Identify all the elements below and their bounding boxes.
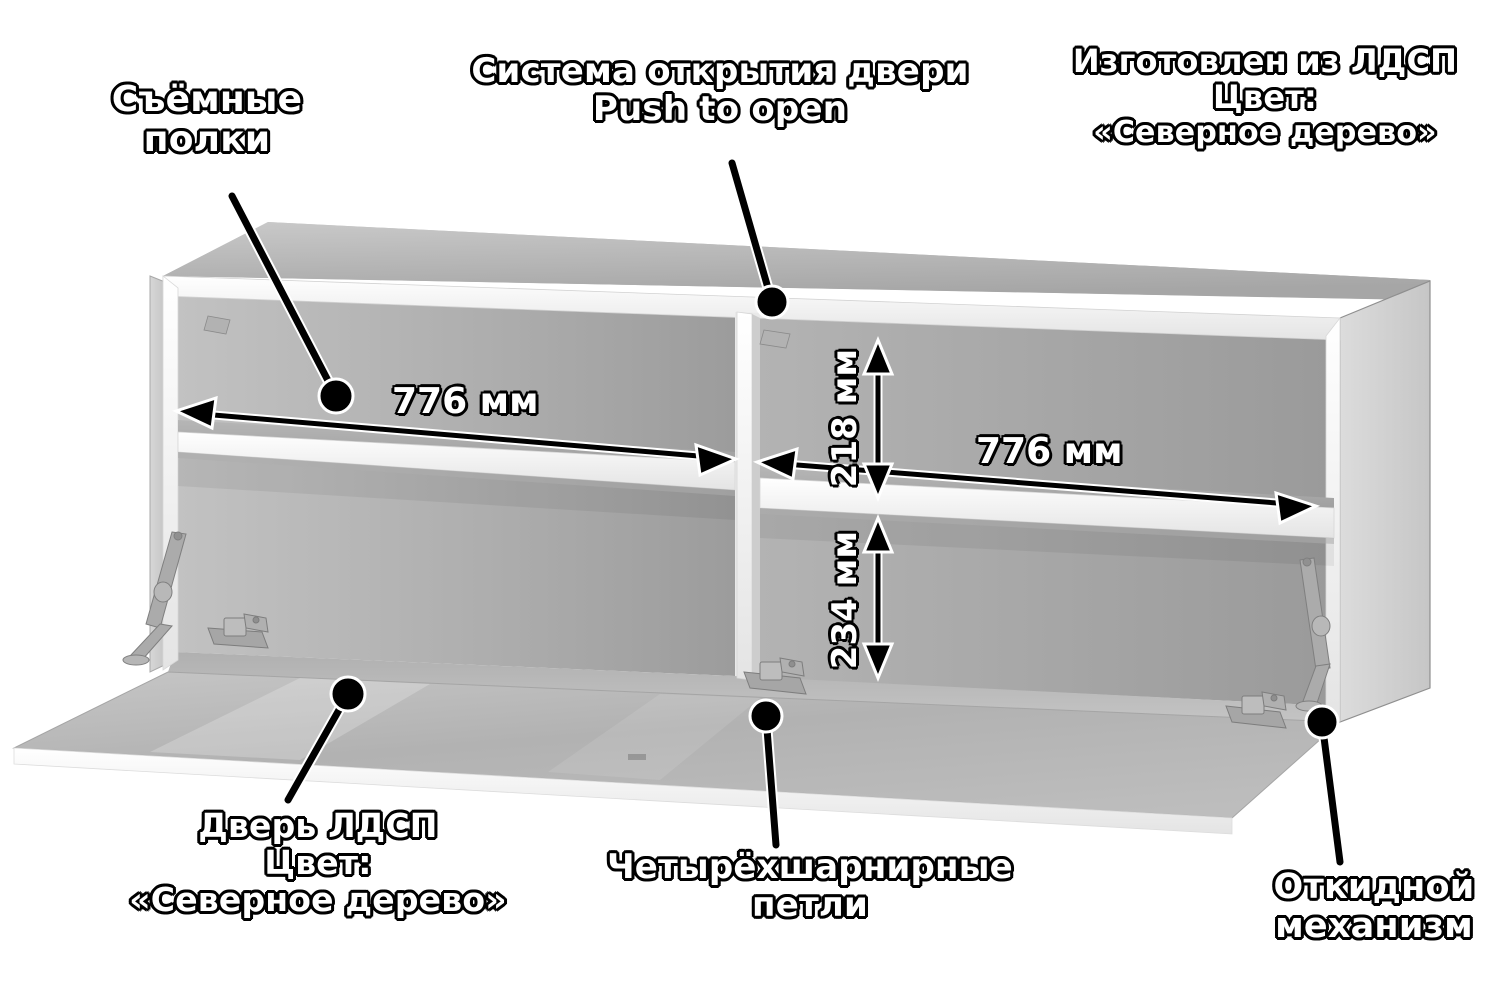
callout-line: Откидной: [1273, 867, 1475, 907]
callout-line: «Северное дерево»: [129, 879, 507, 919]
callout-door-opening-system: Система открытия двери Push to open: [440, 52, 1000, 128]
lift-anchor-left: [203, 315, 231, 335]
lift-arm-left: [122, 531, 187, 666]
door-gloss-2: [548, 694, 760, 780]
shelf-shadow-right: [760, 508, 1334, 566]
leader-four-joint-hinges: [748, 698, 784, 851]
callout-line: полки: [143, 119, 271, 161]
dimension-label-234: 234 мм: [825, 530, 865, 670]
callout-line: «Северное дерево»: [1093, 114, 1437, 150]
callout-lift-up-mechanism: Откидной механизм: [1248, 867, 1500, 947]
callout-line: Четырёхшарнирные: [607, 847, 1013, 887]
center-divider-side: [752, 314, 760, 684]
callout-line: Изготовлен из ЛДСП: [1072, 42, 1458, 80]
upper-shelf-right-underside: [760, 508, 1334, 544]
dimension-label-218: 218 мм: [825, 348, 865, 488]
dim-arrow-218: [861, 336, 895, 502]
dim-arrow-right-width: [752, 446, 1321, 526]
callout-line: Дверь ЛДСП: [198, 806, 438, 845]
top-panel-face: [163, 222, 1430, 300]
door-edge-band: [13, 747, 1233, 835]
left-edge-band: [162, 275, 179, 671]
callout-line: Съёмные: [111, 79, 303, 120]
hinge-center: [743, 657, 807, 695]
leader-door-opening-system: [726, 157, 790, 320]
dimension-label-left-width: 776 мм: [392, 381, 539, 422]
leader-lift-up-mechanism: [1304, 704, 1346, 868]
leader-door-chipboard: [282, 675, 367, 806]
hinge-right: [1225, 691, 1287, 729]
lift-anchor-center: [759, 329, 791, 349]
right-side-panel: [1339, 280, 1431, 723]
dim-arrow-left-width: [171, 395, 741, 478]
back-panel-left: [175, 286, 735, 676]
callout-line: Цвет:: [264, 842, 372, 882]
leader-removable-shelves: [226, 190, 355, 415]
dim-arrow-234: [861, 514, 895, 682]
upper-shelf-left-underside: [178, 452, 735, 496]
door-latch-detail: [628, 754, 646, 760]
callout-removable-shelves: Съёмные полки: [92, 79, 322, 161]
callout-line: механизм: [1275, 906, 1473, 947]
callout-made-of-chipboard: Изготовлен из ЛДСП Цвет: «Северное дерев…: [1040, 42, 1490, 150]
callout-line: Push to open: [592, 89, 848, 130]
callout-line: петли: [752, 885, 868, 926]
callout-line: Система открытия двери: [471, 51, 969, 91]
callout-line: Цвет:: [1213, 77, 1317, 116]
cabinet-carcass: [149, 222, 1431, 723]
callout-four-joint-hinges: Четырёхшарнирные петли: [590, 848, 1030, 924]
dimension-arrows: [171, 336, 1321, 682]
hinge-left: [207, 613, 269, 649]
callout-door-chipboard: Дверь ЛДСП Цвет: «Северное дерево»: [118, 806, 518, 919]
dimension-label-right-width: 776 мм: [976, 431, 1123, 472]
callout-leaders: [226, 157, 1346, 868]
center-divider: [736, 311, 753, 681]
shelf-shadow-left: [178, 452, 735, 520]
